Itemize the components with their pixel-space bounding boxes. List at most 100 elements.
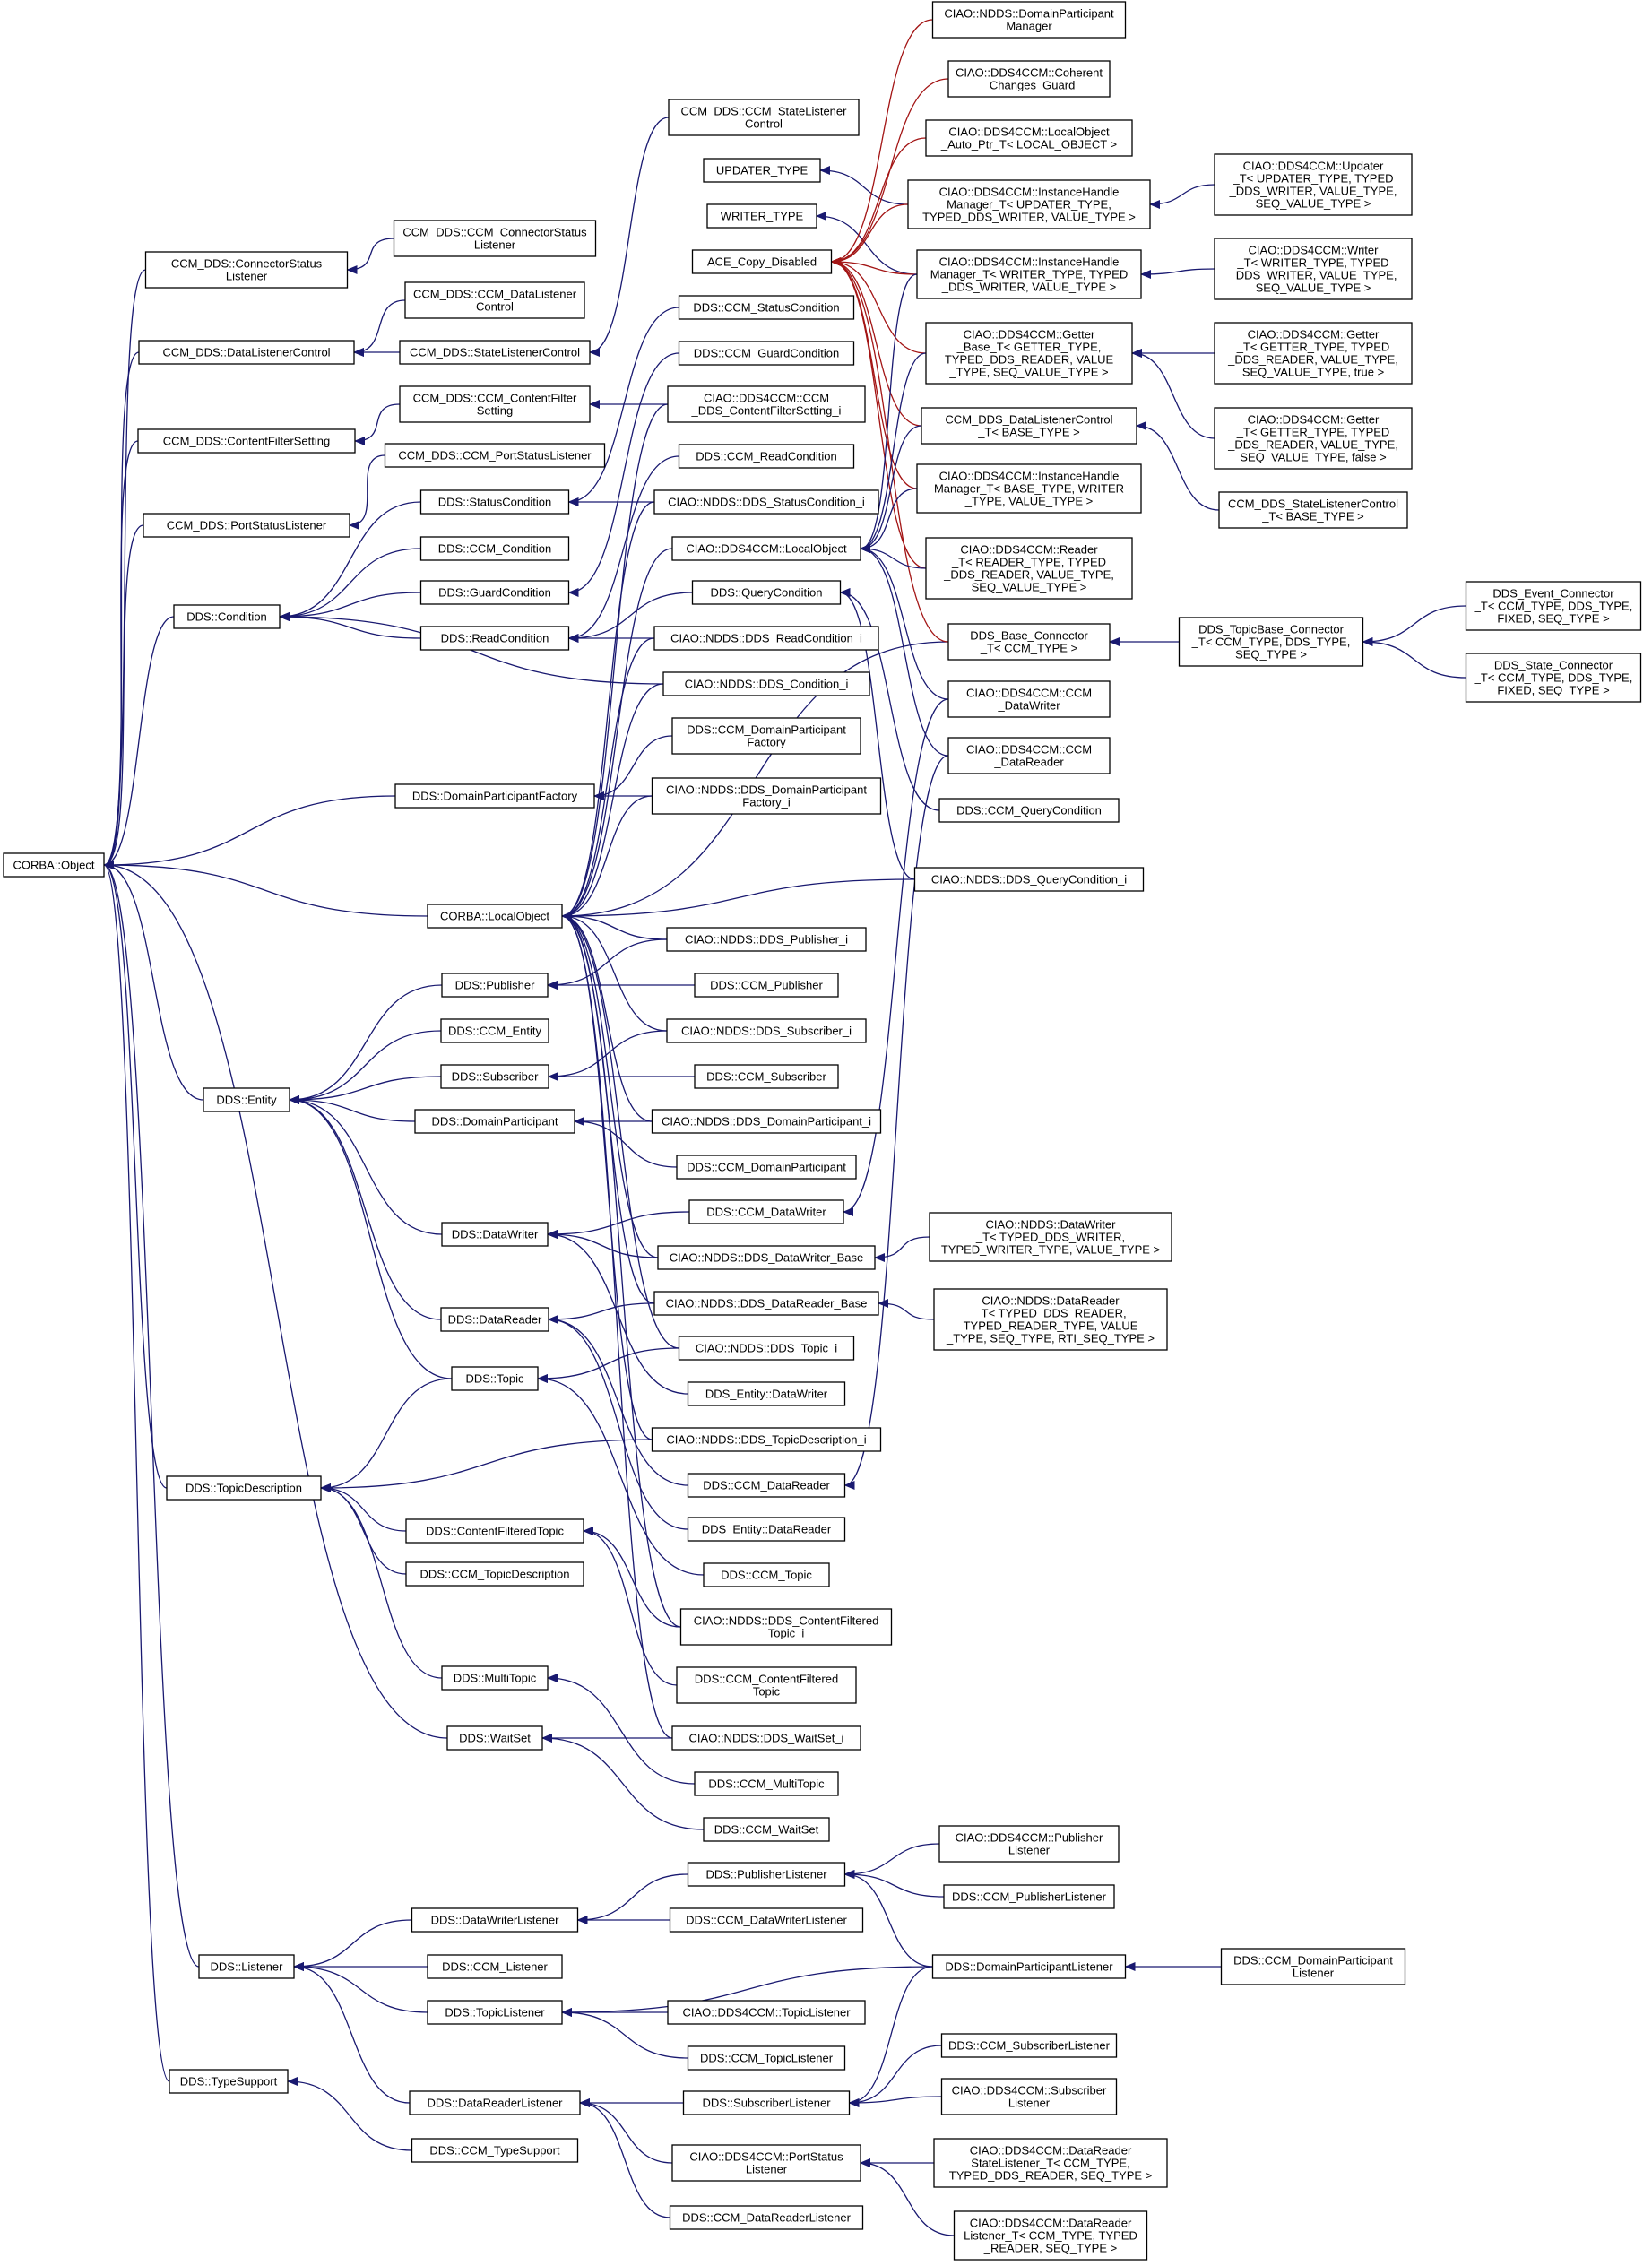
class-node-type-support[interactable]: DDS::TypeSupport bbox=[169, 2069, 289, 2094]
class-node-ndds-status-condition-i[interactable]: CIAO::NDDS::DDS_StatusCondition_i bbox=[653, 489, 879, 515]
class-node-domain-participant[interactable]: DDS::DomainParticipant bbox=[414, 1109, 575, 1134]
class-node-dds-entity[interactable]: DDS::Entity bbox=[203, 1087, 290, 1112]
class-node-multi-topic[interactable]: DDS::MultiTopic bbox=[441, 1665, 549, 1691]
class-node-ndds-data-reader-t[interactable]: CIAO::NDDS::DataReader_T< TYPED_DDS_READ… bbox=[933, 1288, 1168, 1351]
class-node-publisher-listener[interactable]: DDS::PublisherListener bbox=[687, 1862, 846, 1887]
class-node-dds-data-listener-control-t[interactable]: CCM_DDS_DataListenerControl_T< BASE_TYPE… bbox=[921, 407, 1137, 445]
class-node-ndds-topic-description-i[interactable]: CIAO::NDDS::DDS_TopicDescription_i bbox=[651, 1427, 882, 1452]
class-node-ndds-wait-set-i[interactable]: CIAO::NDDS::DDS_WaitSet_i bbox=[671, 1725, 861, 1751]
class-node-wait-set[interactable]: DDS::WaitSet bbox=[446, 1725, 543, 1751]
class-node-ccm-state-listener-control[interactable]: CCM_DDS::CCM_StateListenerControl bbox=[668, 99, 860, 136]
class-node-ndds-domain-participant-i[interactable]: CIAO::NDDS::DDS_DomainParticipant_i bbox=[651, 1109, 882, 1134]
class-node-ndds-data-reader-base[interactable]: CIAO::NDDS::DDS_DataReader_Base bbox=[653, 1291, 879, 1316]
class-node-ndds-data-writer-base[interactable]: CIAO::NDDS::DDS_DataWriter_Base bbox=[657, 1245, 876, 1270]
class-node-ccm-domain-participant-factory[interactable]: DDS::CCM_DomainParticipantFactory bbox=[671, 717, 861, 755]
class-node-ccm-listener[interactable]: DDS::CCM_Listener bbox=[427, 1954, 563, 1979]
class-node-ndds-content-filtered-topic-i[interactable]: CIAO::NDDS::DDS_ContentFilteredTopic_i bbox=[679, 1608, 893, 1646]
class-node-ccm-data-writer[interactable]: DDS::CCM_DataWriter bbox=[688, 1199, 844, 1224]
class-node-getter-true[interactable]: CIAO::DDS4CCM::Getter_T< GETTER_TYPE, TY… bbox=[1214, 322, 1413, 385]
class-node-dds-subscriber[interactable]: DDS::Subscriber bbox=[440, 1064, 549, 1089]
class-node-ccm-content-filter-setting[interactable]: CCM_DDS::CCM_ContentFilterSetting bbox=[399, 385, 591, 423]
class-node-data-reader-listener-t[interactable]: CIAO::DDS4CCM::DataReaderListener_T< CCM… bbox=[953, 2210, 1148, 2261]
class-node-content-filtered-topic[interactable]: DDS::ContentFilteredTopic bbox=[405, 1518, 584, 1544]
class-node-dds-data-writer[interactable]: DDS::DataWriter bbox=[441, 1222, 549, 1247]
class-node-ciao-content-filter-setting-i[interactable]: CIAO::DDS4CCM::CCM_DDS_ContentFilterSett… bbox=[667, 385, 866, 423]
class-node-ndds-subscriber-i[interactable]: CIAO::NDDS::DDS_Subscriber_i bbox=[666, 1018, 867, 1043]
class-node-getter-false[interactable]: CIAO::DDS4CCM::Getter_T< GETTER_TYPE, TY… bbox=[1214, 407, 1413, 470]
class-node-ccm-data-reader[interactable]: DDS::CCM_DataReader bbox=[687, 1473, 846, 1498]
class-node-ccm-topic-listener[interactable]: DDS::CCM_TopicListener bbox=[687, 2045, 846, 2071]
class-node-dds-publisher[interactable]: DDS::Publisher bbox=[441, 973, 549, 998]
class-node-data-listener-control[interactable]: CCM_DDS::DataListenerControl bbox=[138, 340, 355, 365]
class-node-query-condition[interactable]: DDS::QueryCondition bbox=[691, 580, 842, 605]
class-node-dds-state-connector[interactable]: DDS_State_Connector_T< CCM_TYPE, DDS_TYP… bbox=[1465, 653, 1642, 703]
class-node-data-reader-state-listener[interactable]: CIAO::DDS4CCM::DataReaderStateListener_T… bbox=[933, 2138, 1168, 2188]
class-node-data-writer-listener[interactable]: DDS::DataWriterListener bbox=[411, 1907, 579, 1933]
class-node-subscriber-listener[interactable]: DDS::SubscriberListener bbox=[682, 2090, 851, 2115]
class-node-ndds-topic-i[interactable]: CIAO::NDDS::DDS_Topic_i bbox=[678, 1336, 855, 1361]
class-node-read-condition[interactable]: DDS::ReadCondition bbox=[419, 626, 570, 651]
class-node-dds4ccm-ccm-data-reader[interactable]: CIAO::DDS4CCM::CCM_DataReader bbox=[947, 737, 1111, 774]
class-node-ace-copy-disabled[interactable]: ACE_Copy_Disabled bbox=[691, 249, 833, 274]
class-node-ndds-data-writer-t[interactable]: CIAO::NDDS::DataWriter_T< TYPED_DDS_WRIT… bbox=[929, 1212, 1172, 1262]
class-node-ccm-topic[interactable]: DDS::CCM_Topic bbox=[703, 1562, 830, 1587]
class-node-dds-listener[interactable]: DDS::Listener bbox=[198, 1954, 295, 1979]
class-node-ccm-type-support[interactable]: DDS::CCM_TypeSupport bbox=[411, 2138, 579, 2163]
class-node-dds-state-listener-control-t[interactable]: CCM_DDS_StateListenerControl_T< BASE_TYP… bbox=[1218, 491, 1408, 529]
class-node-ccm-entity[interactable]: DDS::CCM_Entity bbox=[440, 1018, 549, 1043]
class-node-ccm-domain-participant[interactable]: DDS::CCM_DomainParticipant bbox=[676, 1155, 857, 1180]
class-node-dds4ccm-topic-listener[interactable]: CIAO::DDS4CCM::TopicListener bbox=[667, 2000, 866, 2025]
class-node-entity-data-reader[interactable]: DDS_Entity::DataReader bbox=[687, 1517, 846, 1542]
class-node-local-object-auto-ptr[interactable]: CIAO::DDS4CCM::LocalObject_Auto_Ptr_T< L… bbox=[925, 119, 1133, 157]
class-node-dds-event-connector[interactable]: DDS_Event_Connector_T< CCM_TYPE, DDS_TYP… bbox=[1465, 581, 1642, 631]
class-node-ccm-query-condition[interactable]: DDS::CCM_QueryCondition bbox=[938, 798, 1120, 823]
class-node-guard-condition[interactable]: DDS::GuardCondition bbox=[419, 580, 570, 605]
class-node-writer-t[interactable]: CIAO::DDS4CCM::Writer_T< WRITER_TYPE, TY… bbox=[1214, 238, 1413, 300]
class-node-domain-participant-factory[interactable]: DDS::DomainParticipantFactory bbox=[394, 783, 595, 809]
class-node-updater-type[interactable]: UPDATER_TYPE bbox=[703, 158, 821, 183]
class-node-ccm-status-condition[interactable]: DDS::CCM_StatusCondition bbox=[678, 295, 855, 320]
class-node-ccm-wait-set[interactable]: DDS::CCM_WaitSet bbox=[703, 1817, 830, 1842]
class-node-ccm-read-condition[interactable]: DDS::CCM_ReadCondition bbox=[678, 444, 855, 469]
class-node-topic-listener[interactable]: DDS::TopicListener bbox=[427, 2000, 563, 2025]
class-node-getter-base[interactable]: CIAO::DDS4CCM::Getter_Base_T< GETTER_TYP… bbox=[925, 322, 1133, 385]
class-node-coherent-changes-guard[interactable]: CIAO::DDS4CCM::Coherent_Changes_Guard bbox=[947, 60, 1111, 98]
class-node-ccm-content-filtered-topic[interactable]: DDS::CCM_ContentFilteredTopic bbox=[676, 1666, 857, 1704]
class-node-dds4ccm-local-object[interactable]: CIAO::DDS4CCM::LocalObject bbox=[671, 536, 861, 561]
class-node-content-filter-setting[interactable]: CCM_DDS::ContentFilterSetting bbox=[137, 428, 356, 454]
class-node-dds-topic-base-connector[interactable]: DDS_TopicBase_Connector_T< CCM_TYPE, DDS… bbox=[1178, 617, 1364, 667]
class-node-ndds-read-condition-i[interactable]: CIAO::NDDS::DDS_ReadCondition_i bbox=[653, 626, 879, 651]
class-node-instance-handle-manager-writer[interactable]: CIAO::DDS4CCM::InstanceHandleManager_T< … bbox=[916, 249, 1142, 299]
class-node-dds-data-reader[interactable]: DDS::DataReader bbox=[440, 1307, 549, 1332]
class-node-dds-condition[interactable]: DDS::Condition bbox=[173, 604, 281, 629]
class-node-writer-type[interactable]: WRITER_TYPE bbox=[706, 203, 817, 229]
class-node-dds4ccm-reader[interactable]: CIAO::DDS4CCM::Reader_T< READER_TYPE, TY… bbox=[925, 537, 1133, 600]
class-node-entity-data-writer[interactable]: DDS_Entity::DataWriter bbox=[687, 1381, 846, 1406]
class-node-ccm-publisher-listener[interactable]: DDS::CCM_PublisherListener bbox=[943, 1884, 1115, 1909]
class-node-port-status-listener[interactable]: CCM_DDS::PortStatusListener bbox=[143, 513, 350, 538]
class-node-ccm-multi-topic[interactable]: DDS::CCM_MultiTopic bbox=[694, 1771, 839, 1796]
class-node-corba-object[interactable]: CORBA::Object bbox=[3, 852, 105, 878]
class-node-domain-participant-listener[interactable]: DDS::DomainParticipantListener bbox=[931, 1954, 1127, 1979]
class-node-corba-local-object[interactable]: CORBA::LocalObject bbox=[427, 904, 563, 929]
class-node-ccm-guard-condition[interactable]: DDS::CCM_GuardCondition bbox=[678, 341, 855, 366]
class-node-ndds-publisher-i[interactable]: CIAO::NDDS::DDS_Publisher_i bbox=[666, 927, 867, 952]
class-node-updater-t[interactable]: CIAO::DDS4CCM::Updater_T< UPDATER_TYPE, … bbox=[1214, 153, 1413, 216]
class-node-ccm-domain-participant-listener[interactable]: DDS::CCM_DomainParticipantListener bbox=[1220, 1948, 1406, 1985]
class-node-dds4ccm-ccm-data-writer[interactable]: CIAO::DDS4CCM::CCM_DataWriter bbox=[947, 680, 1111, 718]
class-node-ndds-domain-participant-factory-i[interactable]: CIAO::NDDS::DDS_DomainParticipantFactory… bbox=[651, 777, 882, 815]
class-node-ccm-subscriber[interactable]: DDS::CCM_Subscriber bbox=[694, 1064, 839, 1089]
class-node-instance-handle-manager-base[interactable]: CIAO::DDS4CCM::InstanceHandleManager_T< … bbox=[916, 463, 1142, 514]
class-node-ndds-condition-i[interactable]: CIAO::NDDS::DDS_Condition_i bbox=[662, 671, 870, 696]
class-node-ndds-query-condition-i[interactable]: CIAO::NDDS::DDS_QueryCondition_i bbox=[913, 867, 1145, 892]
class-node-dds-base-connector[interactable]: DDS_Base_Connector_T< CCM_TYPE > bbox=[947, 623, 1111, 661]
class-node-dds4ccm-port-status-listener[interactable]: CIAO::DDS4CCM::PortStatusListener bbox=[671, 2144, 861, 2182]
class-node-dds4ccm-publisher-listener[interactable]: CIAO::DDS4CCM::PublisherListener bbox=[938, 1825, 1120, 1863]
class-node-instance-handle-manager-updater[interactable]: CIAO::DDS4CCM::InstanceHandleManager_T< … bbox=[907, 179, 1151, 229]
class-node-dds-topic[interactable]: DDS::Topic bbox=[451, 1366, 539, 1391]
class-node-ccm-data-listener-control[interactable]: CCM_DDS::CCM_DataListenerControl bbox=[404, 281, 585, 319]
class-node-ccm-port-status-listener[interactable]: CCM_DDS::CCM_PortStatusListener bbox=[384, 443, 606, 468]
class-node-ccm-publisher[interactable]: DDS::CCM_Publisher bbox=[694, 973, 839, 998]
